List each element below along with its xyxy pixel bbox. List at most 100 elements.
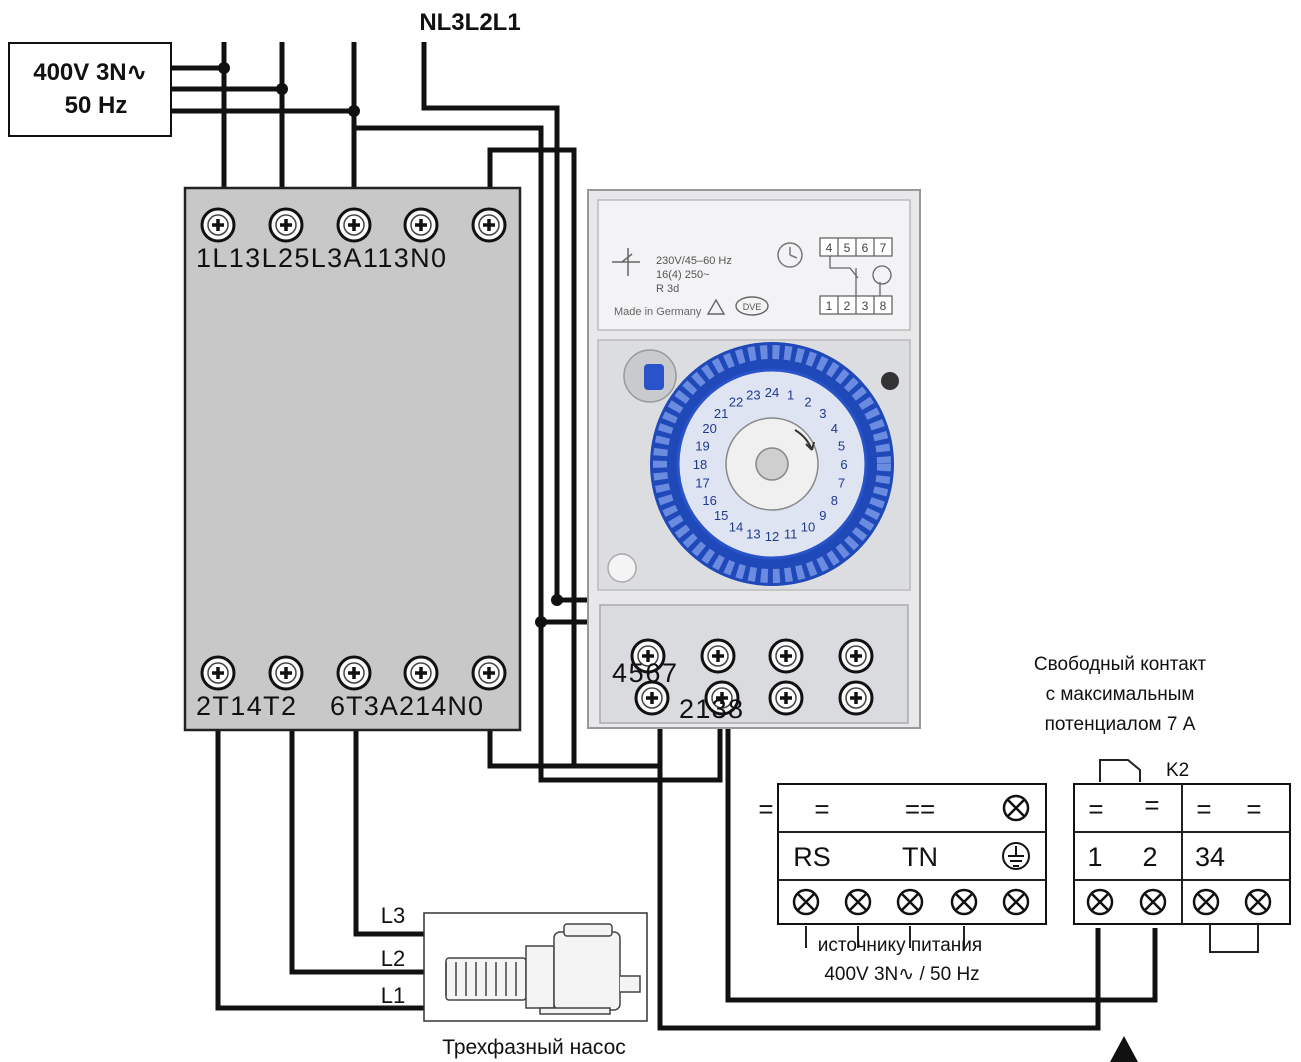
terminal-cross-icon [1002,794,1030,822]
terminal-screw-icon[interactable] [1086,888,1114,916]
contactor: 1L13L25L3A113N0 2T14T2 6T3A214N0 [183,186,522,732]
terminal-screw-icon[interactable] [1244,888,1272,916]
supply-frequency-label: 50 Hz [65,92,128,119]
dial-hour-label: 17 [695,476,709,491]
pump-caption: Трехфазный насос [442,1036,626,1059]
contactor-screw-icon[interactable] [200,655,236,691]
timer-pin-label: 8 [880,299,887,313]
tn-label: TN [902,842,938,872]
contactor-screw-icon[interactable] [268,655,304,691]
motor-symbol-icon [872,265,892,285]
timer-label-area: 230V/45–60 Hz 16(4) 250~ R 3d Made in Ge… [612,237,893,318]
jumper-wire [1209,924,1259,953]
power-caption-1: источнику питания [818,935,982,956]
contactor-screw-icon[interactable] [268,207,304,243]
timer-screw-icon[interactable] [768,638,804,674]
timer-screw-icon[interactable] [838,638,874,674]
switch-symbol-icon [612,248,640,276]
contactor-screw-icon[interactable] [471,655,507,691]
dial-hour-label: 7 [838,476,845,491]
timer-knob-icon [607,553,637,583]
terminal-screw-icon[interactable] [792,888,820,916]
terminal-screw-icon[interactable] [950,888,978,916]
terminal-symbol: = [814,794,829,824]
timer-top-pin-boxes: 4 5 6 7 [819,237,893,257]
contactor-screw-icon[interactable] [471,207,507,243]
dial-hour-label: 6 [840,457,847,472]
timer-terminal-top-label: 4567 [612,658,677,688]
k2-terminal-34-label: 34 [1195,842,1225,872]
dial-hour-label: 12 [765,529,779,544]
clock-symbol-icon [777,242,803,268]
timer-mode-switch[interactable] [623,349,677,403]
supply-box: 400V 3N∿ 50 Hz [8,42,172,137]
dial-hour-label: 19 [695,438,709,453]
dial-hour-label: 8 [831,493,838,508]
dial-hour-label: 5 [838,438,845,453]
dial-hour-label: 3 [819,406,826,421]
timer-terminal-bottom-label: 2138 [679,694,743,724]
timer-reset-knob-icon [881,372,899,390]
contactor-screw-icon[interactable] [403,207,439,243]
timer-pin-label: 4 [826,241,833,255]
terminal-screw-icon[interactable] [844,888,872,916]
triangle-mark-icon [706,298,726,315]
terminal-symbol: = [1196,794,1211,824]
dial-hour-label: 1 [787,388,794,403]
timer-cert-label: DVE [743,302,762,312]
terminal-screw-icon[interactable] [1192,888,1220,916]
dial-hour-label: 2 [804,395,811,410]
timer-pin-label: 3 [862,299,869,313]
timer-rating-reserve: R 3d [656,283,679,295]
timer-screw-icon[interactable] [838,680,874,716]
contactor-top-terminal-labels: 1L13L25L3A113N0 [196,243,446,273]
free-contact-line-3: потенциалом 7 А [1045,714,1196,735]
k2-terminal-block: = = = = 1 2 34 [1073,783,1291,953]
timer-rating-current: 16(4) 250~ [656,269,710,281]
power-caption-2: 400V 3N∿ / 50 Hz [824,964,979,985]
arrow-up-icon [1110,1036,1138,1062]
terminal-screw-icon[interactable] [1002,888,1030,916]
contactor-screw-icon[interactable] [336,207,372,243]
dial-hour-label: 24 [765,385,779,400]
ground-icon [1002,842,1030,870]
terminal-symbol: == [905,794,935,824]
dial-hour-label: 9 [819,508,826,523]
terminal-screw-icon[interactable] [1139,888,1167,916]
k2-terminal-1-label: 1 [1087,842,1102,872]
pump-phase-l3: L3 [381,903,405,928]
dial-hour-label: 23 [746,388,760,403]
supply-voltage-label: 400V 3N∿ [33,59,147,86]
top-phase-label: NL3L2L1 [419,9,520,36]
dial-hour-label: 22 [729,395,743,410]
dial-hour-label: 15 [714,508,728,523]
free-contact-note: Свободный контакт с максимальным потенци… [1034,654,1206,782]
dial-hour-label: 13 [746,527,760,542]
contactor-bottom-terminal-labels-right: 6T3A214N0 [330,691,483,721]
free-contact-line-2: с максимальным [1046,684,1195,705]
terminal-symbol: = [1144,790,1159,820]
timer-device: 230V/45–60 Hz 16(4) 250~ R 3d Made in Ge… [587,189,921,729]
contactor-screw-icon[interactable] [336,655,372,691]
terminal-screw-icon[interactable] [896,888,924,916]
timer-screw-icon[interactable] [700,638,736,674]
terminal-symbol: = [1246,794,1261,824]
contactor-screw-icon[interactable] [403,655,439,691]
cert-mark-icon [735,296,769,316]
terminal-symbol: = [758,794,773,824]
timer-rating-voltage: 230V/45–60 Hz [656,255,732,267]
free-contact-line-1: Свободный контакт [1034,654,1206,675]
dial-hour-label: 4 [831,421,838,436]
dial-hour-label: 20 [702,421,716,436]
contactor-screw-icon[interactable] [200,207,236,243]
timer-pin-label: 2 [844,299,851,313]
timer-pin-label: 6 [862,241,869,255]
dial-hour-label: 21 [714,406,728,421]
timer-bottom-pin-boxes: 1 2 3 8 [819,295,893,315]
pump-phase-l1: L1 [381,983,405,1008]
dial-hour-label: 16 [702,493,716,508]
pump: L3 L2 L1 Трехфазный насос [381,903,648,1059]
timer-screw-icon[interactable] [768,680,804,716]
